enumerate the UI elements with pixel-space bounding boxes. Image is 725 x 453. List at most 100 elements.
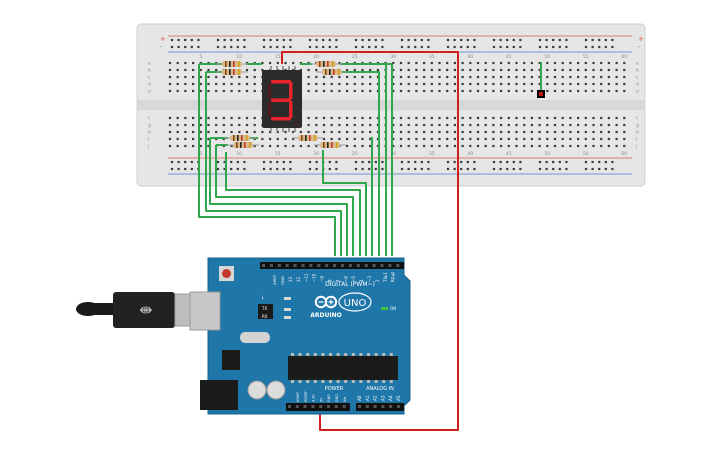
breadboard-hole[interactable] xyxy=(538,68,541,72)
breadboard-hole[interactable] xyxy=(199,116,202,120)
breadboard-hole[interactable] xyxy=(168,61,172,65)
rail-hole[interactable] xyxy=(230,38,233,42)
rail-hole[interactable] xyxy=(591,38,594,42)
rail-hole[interactable] xyxy=(236,160,239,164)
breadboard-hole[interactable] xyxy=(338,75,341,79)
rail-hole[interactable] xyxy=(446,167,450,171)
breadboard-hole[interactable] xyxy=(461,89,464,93)
breadboard-hole[interactable] xyxy=(607,89,610,93)
breadboard-hole[interactable] xyxy=(376,144,379,148)
rail-hole[interactable] xyxy=(289,167,292,171)
breadboard-hole[interactable] xyxy=(392,61,395,65)
breadboard-hole[interactable] xyxy=(361,75,364,79)
rail-hole[interactable] xyxy=(604,45,607,49)
breadboard-hole[interactable] xyxy=(230,116,233,120)
breadboard-hole[interactable] xyxy=(307,82,310,86)
breadboard-hole[interactable] xyxy=(607,116,610,120)
breadboard-hole[interactable] xyxy=(492,82,495,86)
breadboard-hole[interactable] xyxy=(461,75,464,79)
breadboard-hole[interactable] xyxy=(307,89,310,93)
breadboard-hole[interactable] xyxy=(369,75,372,79)
resistor[interactable] xyxy=(224,135,256,141)
breadboard-hole[interactable] xyxy=(199,82,202,86)
breadboard-hole[interactable] xyxy=(222,130,225,134)
breadboard-hole[interactable] xyxy=(438,68,441,72)
breadboard-hole[interactable] xyxy=(361,137,364,141)
breadboard-hole[interactable] xyxy=(492,75,495,79)
breadboard-hole[interactable] xyxy=(523,144,526,148)
breadboard-hole[interactable] xyxy=(569,75,572,79)
breadboard-hole[interactable] xyxy=(438,61,441,65)
breadboard-hole[interactable] xyxy=(238,123,241,127)
rail-hole[interactable] xyxy=(335,167,338,171)
breadboard-hole[interactable] xyxy=(415,116,418,120)
breadboard-hole[interactable] xyxy=(423,75,426,79)
breadboard-hole[interactable] xyxy=(553,144,557,148)
breadboard-hole[interactable] xyxy=(330,82,333,86)
breadboard-hole[interactable] xyxy=(392,68,395,72)
rail-hole[interactable] xyxy=(407,38,410,42)
breadboard-hole[interactable] xyxy=(507,68,510,72)
breadboard-hole[interactable] xyxy=(276,61,279,65)
rail-hole[interactable] xyxy=(453,160,456,164)
breadboard-hole[interactable] xyxy=(577,61,580,65)
breadboard-hole[interactable] xyxy=(376,130,379,134)
breadboard-hole[interactable] xyxy=(307,130,310,134)
breadboard-hole[interactable] xyxy=(500,61,503,65)
breadboard-hole[interactable] xyxy=(230,89,233,93)
breadboard-hole[interactable] xyxy=(476,82,480,86)
breadboard-hole[interactable] xyxy=(415,137,418,141)
rail-hole[interactable] xyxy=(374,160,377,164)
breadboard-hole[interactable] xyxy=(461,137,464,141)
breadboard-hole[interactable] xyxy=(184,116,187,120)
rail-hole[interactable] xyxy=(374,45,377,49)
breadboard-hole[interactable] xyxy=(207,68,210,72)
breadboard-hole[interactable] xyxy=(446,61,449,65)
rail-hole[interactable] xyxy=(407,45,410,49)
breadboard-hole[interactable] xyxy=(423,123,426,127)
resistor[interactable] xyxy=(314,142,346,148)
breadboard-hole[interactable] xyxy=(346,116,349,120)
breadboard-hole[interactable] xyxy=(469,82,472,86)
breadboard-hole[interactable] xyxy=(261,68,264,72)
rail-hole[interactable] xyxy=(506,38,509,42)
breadboard-hole[interactable] xyxy=(415,75,418,79)
breadboard-hole[interactable] xyxy=(577,123,580,127)
breadboard-hole[interactable] xyxy=(176,144,179,148)
breadboard-hole[interactable] xyxy=(438,82,441,86)
breadboard-hole[interactable] xyxy=(284,144,287,148)
breadboard-hole[interactable] xyxy=(215,68,218,72)
breadboard-hole[interactable] xyxy=(407,75,410,79)
rail-hole[interactable] xyxy=(565,167,568,171)
breadboard-hole[interactable] xyxy=(415,68,418,72)
breadboard-hole[interactable] xyxy=(584,137,587,141)
breadboard-hole[interactable] xyxy=(484,75,487,79)
breadboard-hole[interactable] xyxy=(423,130,426,134)
breadboard-hole[interactable] xyxy=(222,123,225,127)
rail-hole[interactable] xyxy=(466,160,469,164)
rail-hole[interactable] xyxy=(236,167,239,171)
rail-hole[interactable] xyxy=(519,167,522,171)
breadboard-hole[interactable] xyxy=(546,89,549,93)
breadboard-hole[interactable] xyxy=(476,89,480,93)
breadboard-hole[interactable] xyxy=(623,130,626,134)
rail-hole[interactable] xyxy=(315,45,318,49)
breadboard-hole[interactable] xyxy=(446,82,449,86)
breadboard-hole[interactable] xyxy=(346,144,349,148)
red-wire-5v[interactable] xyxy=(281,51,459,431)
breadboard-hole[interactable] xyxy=(584,123,587,127)
rail-hole[interactable] xyxy=(466,38,469,42)
breadboard-hole[interactable] xyxy=(538,137,541,141)
breadboard-hole[interactable] xyxy=(515,89,518,93)
breadboard-hole[interactable] xyxy=(245,82,249,86)
breadboard-hole[interactable] xyxy=(507,89,510,93)
breadboard-hole[interactable] xyxy=(430,130,433,134)
breadboard-hole[interactable] xyxy=(338,130,341,134)
rail-hole[interactable] xyxy=(446,160,450,164)
breadboard-hole[interactable] xyxy=(569,123,572,127)
breadboard-hole[interactable] xyxy=(315,116,318,120)
breadboard-hole[interactable] xyxy=(215,123,218,127)
breadboard-hole[interactable] xyxy=(515,130,518,134)
rail-hole[interactable] xyxy=(604,160,607,164)
